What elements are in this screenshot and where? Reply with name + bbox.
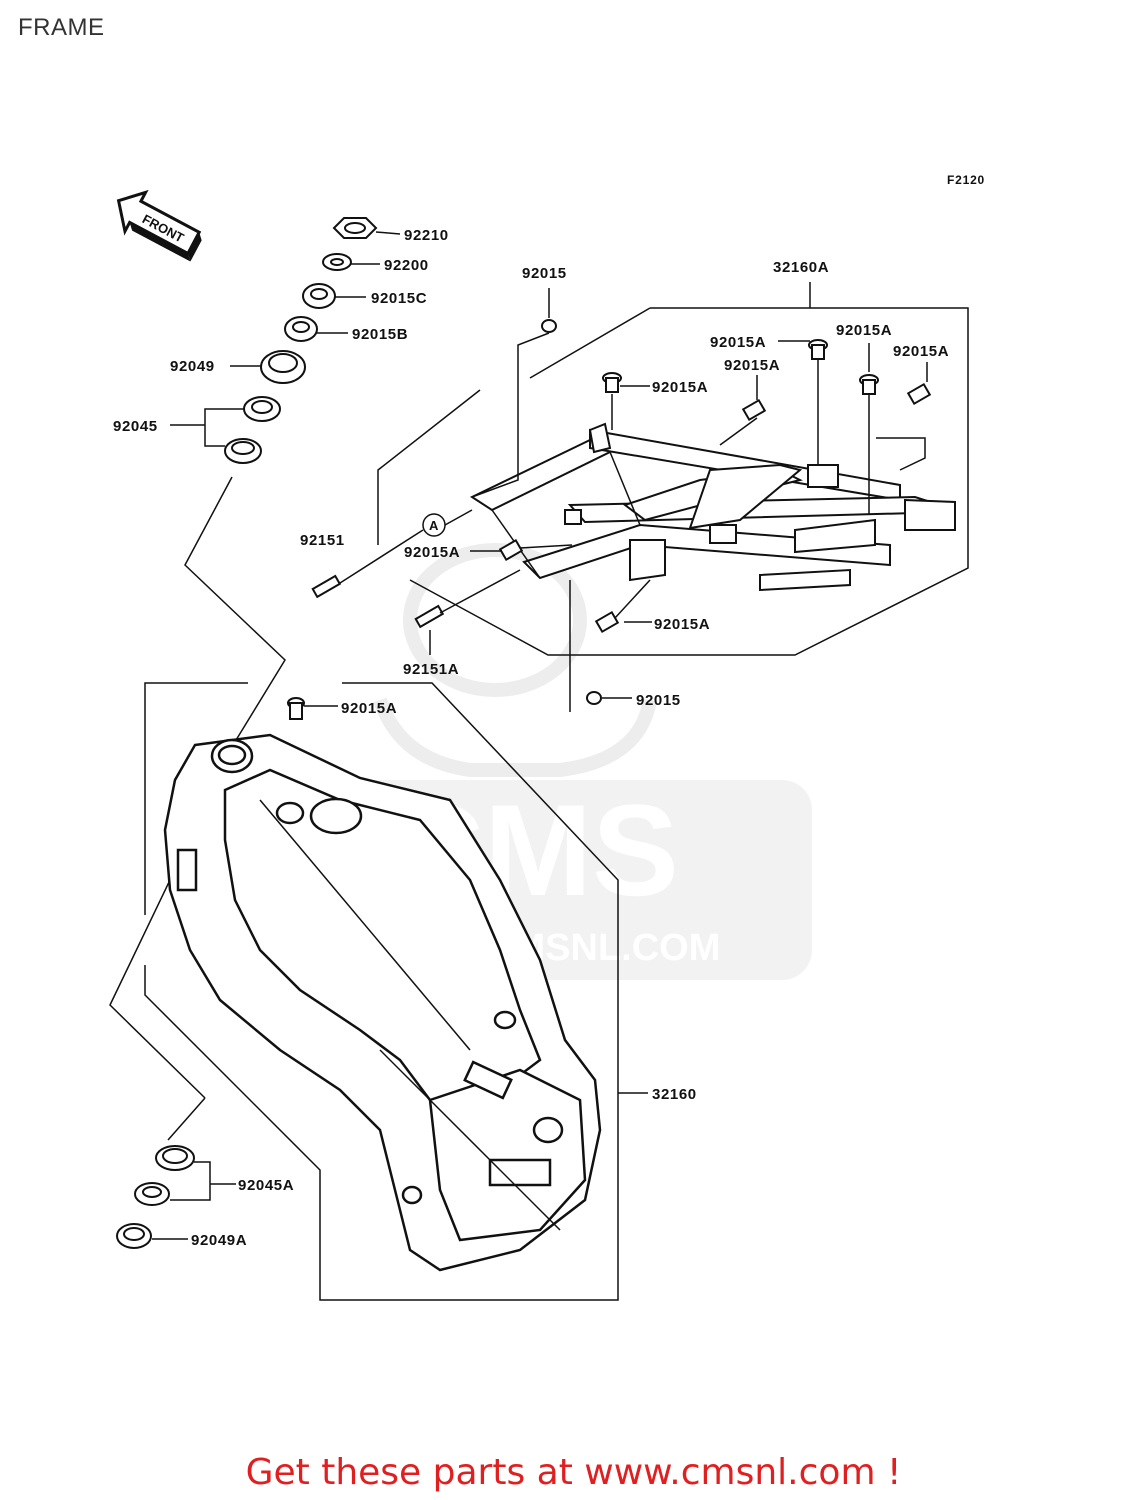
part-label: 92210 xyxy=(404,227,449,244)
steering-stem-parts xyxy=(224,217,378,464)
part-label: 92045 xyxy=(113,418,158,435)
ref-marker-label-1: A xyxy=(429,518,439,533)
part-label: 32160A xyxy=(773,259,829,276)
diagram-code: F2120 xyxy=(947,173,985,187)
mainframe-outline xyxy=(109,682,648,1301)
part-label: 92015A xyxy=(404,544,460,561)
part-label: 92015A xyxy=(724,357,780,374)
part-label: 92015A xyxy=(710,334,766,351)
lower-bearings xyxy=(116,1145,195,1249)
part-label: 92015A xyxy=(652,379,708,396)
part-label: 92015A xyxy=(654,616,710,633)
part-label: 92015 xyxy=(522,265,567,282)
leaders-lower xyxy=(152,1097,236,1240)
part-label: 92015B xyxy=(352,326,408,343)
part-label: 92049 xyxy=(170,358,215,375)
main-frame xyxy=(163,733,602,1272)
rear-subframe xyxy=(469,422,956,592)
part-labels: 92210 92200 92015C 92015B 92049 92045 92… xyxy=(113,227,949,1249)
part-label: 92015A xyxy=(836,322,892,339)
part-label: 92200 xyxy=(384,257,429,274)
parts-link-banner[interactable]: Get these parts at www.cmsnl.com ! xyxy=(245,1452,902,1493)
part-label: 32160 xyxy=(652,1086,697,1103)
part-label: 92049A xyxy=(191,1232,247,1249)
subframe-outline xyxy=(377,282,969,656)
subframe-fasteners xyxy=(287,319,932,720)
part-label: 92015A xyxy=(341,700,397,717)
leaders-subframe xyxy=(304,288,928,712)
front-arrow-icon: FRONT xyxy=(116,189,202,262)
part-label: 92015A xyxy=(893,343,949,360)
part-label: 92151 xyxy=(300,532,345,549)
part-label: 92015 xyxy=(636,692,681,709)
part-label: 92045A xyxy=(238,1177,294,1194)
part-label: 92015C xyxy=(371,290,427,307)
page-title: FRAME xyxy=(18,14,105,41)
leaders-left xyxy=(170,231,401,746)
part-label: 92151A xyxy=(403,661,459,678)
